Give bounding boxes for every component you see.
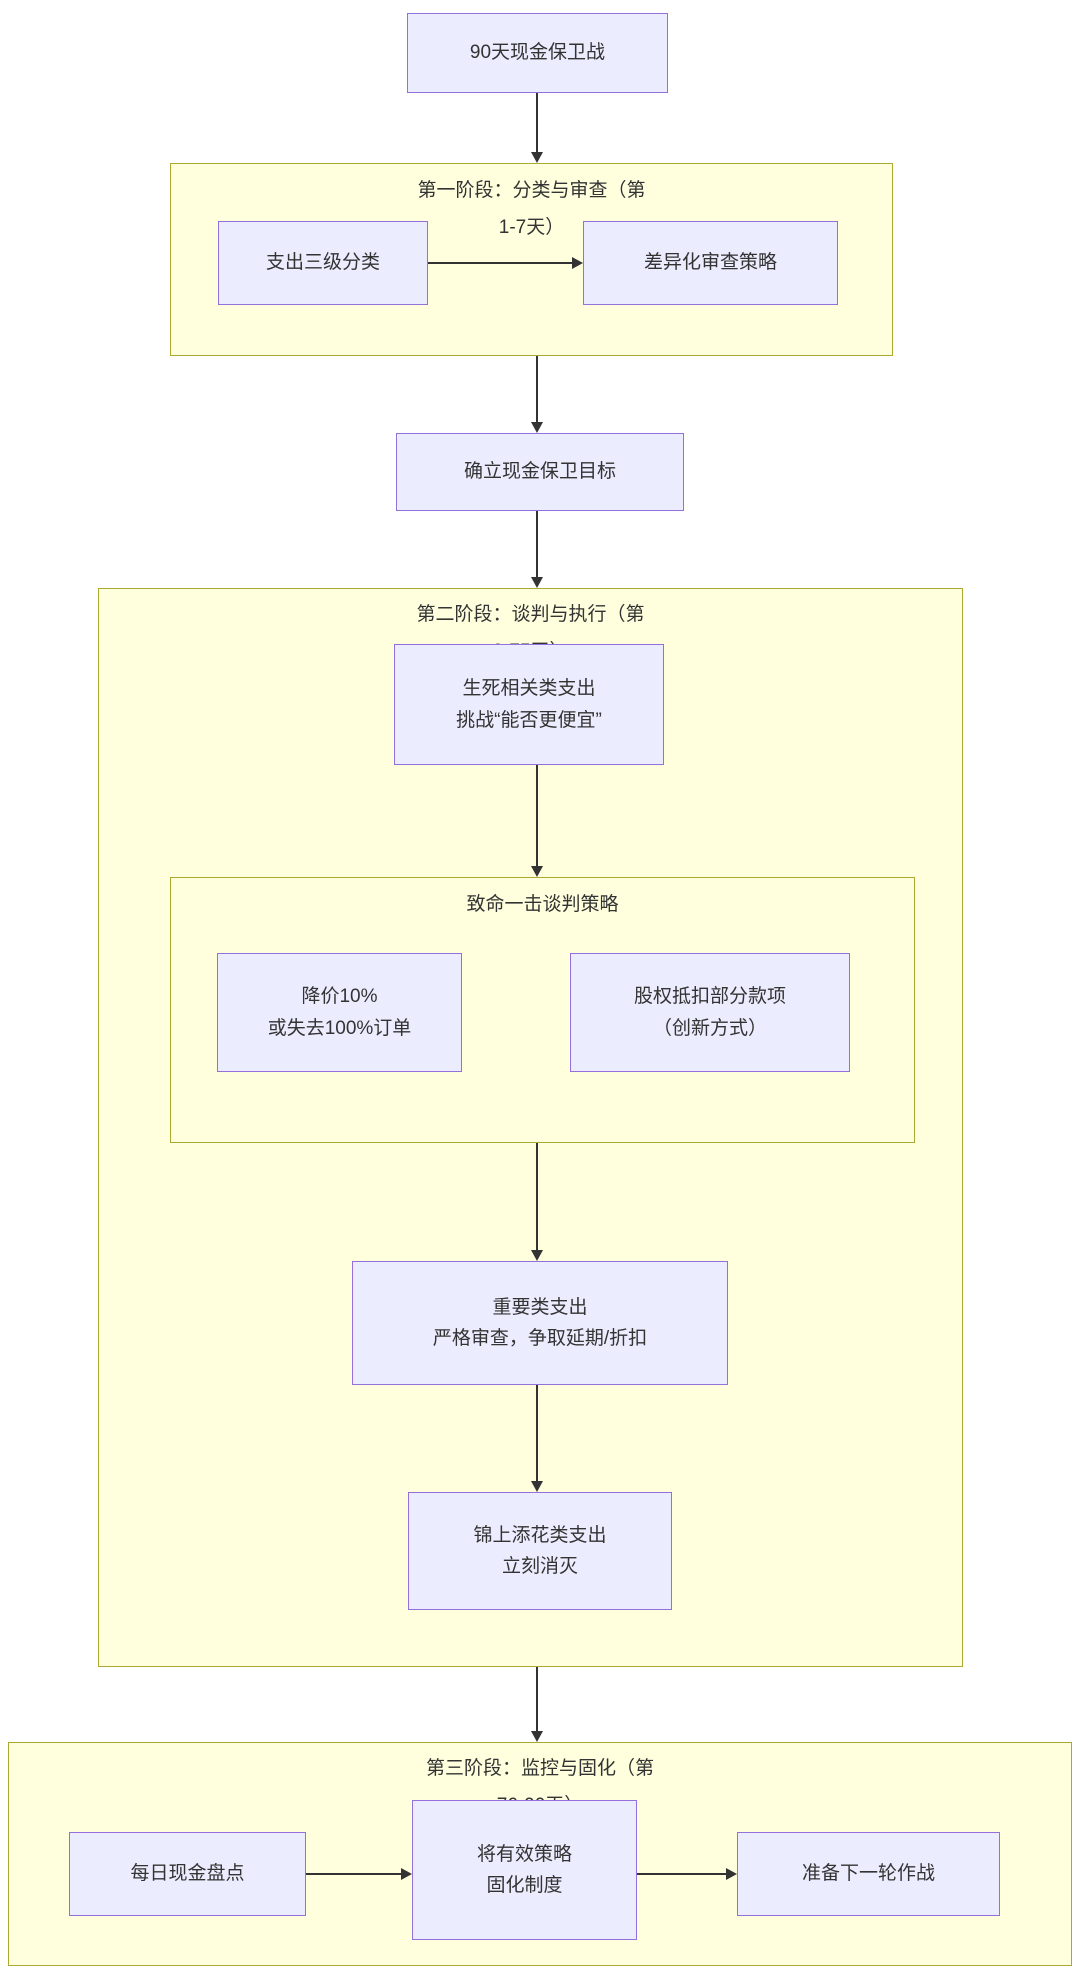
arrowhead-right-icon	[572, 257, 583, 269]
arrowhead-down-icon	[531, 866, 543, 877]
arrowhead-down-icon	[531, 1481, 543, 1492]
node-review: 差异化审查策略	[583, 221, 838, 305]
node-root: 90天现金保卫战	[407, 13, 668, 93]
arrow-line	[536, 93, 538, 153]
phase1-cluster-title: 第一阶段：分类与审查（第 1-7天）	[417, 180, 646, 238]
inner-strategy-cluster-title: 致命一击谈判策略	[466, 894, 619, 915]
arrow-line	[536, 1667, 538, 1732]
arrowhead-down-icon	[531, 1731, 543, 1742]
node-solidify-strategy: 将有效策略 固化制度	[412, 1800, 637, 1940]
arrowhead-down-icon	[531, 577, 543, 588]
arrow-line	[536, 511, 538, 578]
node-critical-spend: 生死相关类支出 挑战“能否更便宜”	[394, 644, 664, 765]
node-next-round: 准备下一轮作战	[737, 1832, 1000, 1916]
arrowhead-right-icon	[401, 1868, 412, 1880]
arrow-line	[536, 1143, 538, 1251]
node-daily-cash-check: 每日现金盘点	[69, 1832, 306, 1916]
arrow-line	[536, 356, 538, 423]
arrowhead-down-icon	[531, 422, 543, 433]
arrow-line	[536, 1385, 538, 1482]
node-important-spend: 重要类支出 严格审查，争取延期/折扣	[352, 1261, 728, 1385]
arrow-line	[306, 1873, 402, 1875]
node-classify: 支出三级分类	[218, 221, 428, 305]
arrowhead-right-icon	[726, 1868, 737, 1880]
node-price-cut: 降价10% 或失去100%订单	[217, 953, 462, 1072]
node-nice-to-have-spend: 锦上添花类支出 立刻消灭	[408, 1492, 672, 1610]
arrowhead-down-icon	[531, 1250, 543, 1261]
arrow-line	[637, 1873, 727, 1875]
arrowhead-down-icon	[531, 152, 543, 163]
node-equity-offset: 股权抵扣部分款项 （创新方式）	[570, 953, 850, 1072]
arrow-line	[536, 765, 538, 867]
arrow-line	[428, 262, 573, 264]
node-goal: 确立现金保卫目标	[396, 433, 684, 511]
